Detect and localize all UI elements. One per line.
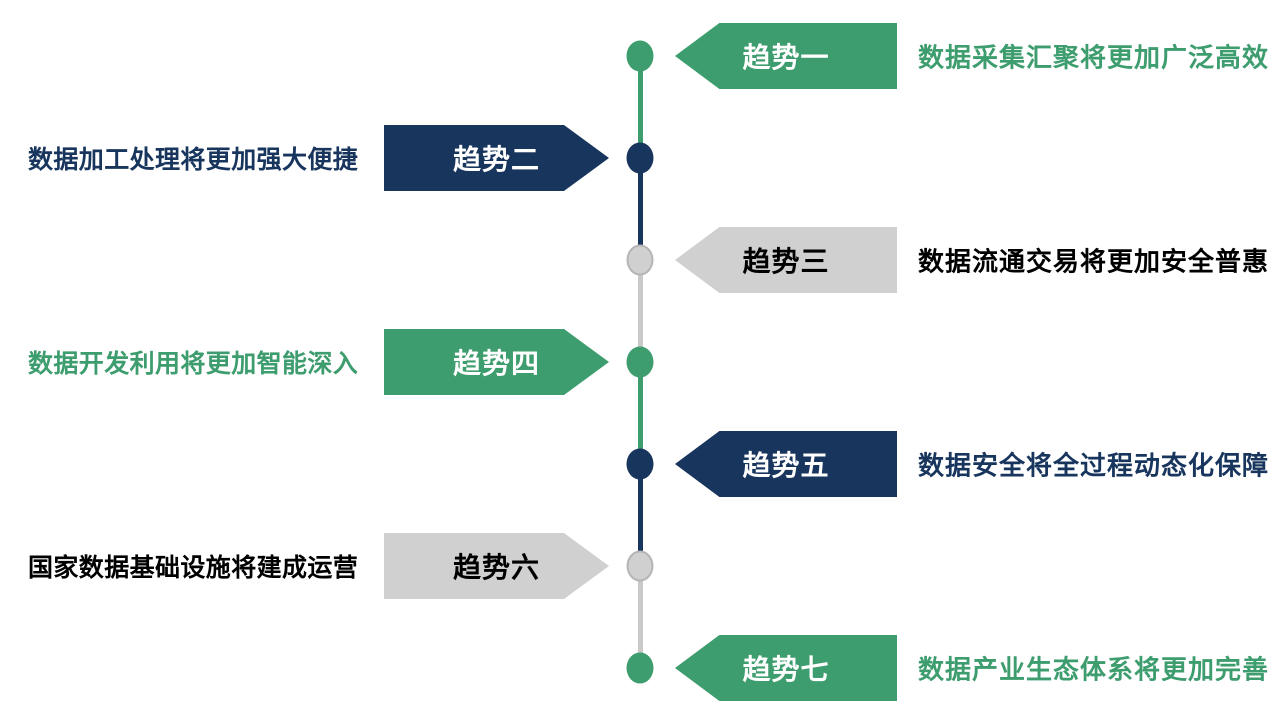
trend-banner-6: 趋势六	[384, 533, 609, 599]
trend-banner-label-4: 趋势四	[452, 348, 540, 379]
trend-banner-4: 趋势四	[384, 329, 609, 395]
timeline-dot-4	[626, 346, 654, 378]
trend-description-6: 国家数据基础设施将建成运营	[28, 554, 359, 582]
trend-banner-2: 趋势二	[384, 125, 609, 191]
trend-banner-label-6: 趋势六	[452, 552, 540, 583]
timeline-dot-2	[626, 142, 654, 174]
trend-banner-label-5: 趋势五	[742, 450, 830, 481]
timeline-dot-5	[626, 448, 654, 480]
timeline-dot-7	[626, 652, 654, 684]
axis-segment-4	[638, 362, 643, 464]
trend-banner-3: 趋势三	[675, 227, 897, 293]
trend-banner-label-1: 趋势一	[742, 42, 830, 73]
trend-banner-label-3: 趋势三	[742, 246, 830, 277]
trend-description-7: 数据产业生态体系将更加完善	[918, 654, 1270, 685]
trend-description-4: 数据开发利用将更加智能深入	[28, 350, 359, 378]
timeline-dot-1	[626, 40, 654, 72]
timeline-dot-6	[626, 550, 654, 582]
trend-banner-5: 趋势五	[675, 431, 897, 497]
axis-segment-5	[638, 464, 643, 566]
trend-banner-1: 趋势一	[675, 23, 897, 89]
axis-segment-6	[638, 566, 643, 668]
trend-description-3: 数据流通交易将更加安全普惠	[918, 246, 1270, 277]
trend-description-2: 数据加工处理将更加强大便捷	[28, 146, 359, 174]
axis-segment-2	[638, 158, 643, 260]
trend-banner-label-7: 趋势七	[742, 654, 830, 685]
axis-segment-3	[638, 260, 643, 362]
trend-description-1: 数据采集汇聚将更加广泛高效	[918, 42, 1270, 73]
timeline-dot-3	[626, 244, 654, 276]
trend-description-5: 数据安全将全过程动态化保障	[918, 450, 1270, 481]
axis-segment-1	[638, 56, 643, 158]
trend-banner-7: 趋势七	[675, 635, 897, 701]
trend-banner-label-2: 趋势二	[452, 144, 540, 175]
